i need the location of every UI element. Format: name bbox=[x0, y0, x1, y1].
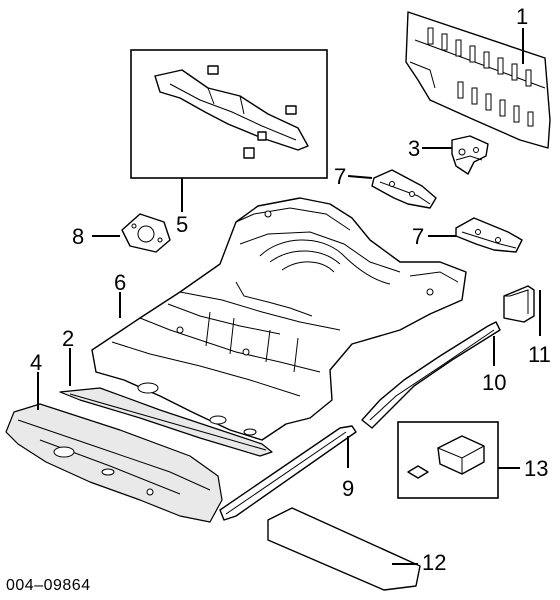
part-13-parts bbox=[407, 435, 485, 479]
part-9-sill bbox=[219, 425, 357, 521]
part-11-bracket bbox=[503, 285, 535, 323]
part-10-sill bbox=[361, 321, 501, 429]
callout-8: 8 bbox=[72, 224, 84, 249]
callout-5: 5 bbox=[176, 212, 188, 237]
callout-6: 6 bbox=[114, 270, 126, 295]
part-5-crossmember bbox=[154, 65, 309, 159]
callout-10: 10 bbox=[482, 370, 506, 395]
part-12-pad bbox=[267, 507, 421, 591]
part-13-box bbox=[397, 421, 499, 499]
part-8-bracket bbox=[121, 213, 171, 253]
part-4-front-floor bbox=[5, 403, 223, 523]
part-7-lower-bracket bbox=[455, 217, 523, 253]
reference-code: 004–09864 bbox=[6, 577, 91, 594]
callout-1: 1 bbox=[516, 4, 528, 29]
main-floor-pan bbox=[91, 197, 467, 441]
callout-7-upper: 7 bbox=[334, 164, 346, 189]
callout-9: 9 bbox=[342, 476, 354, 501]
callout-7-lower: 7 bbox=[412, 224, 424, 249]
part-3-bracket bbox=[451, 135, 489, 175]
callout-11: 11 bbox=[528, 342, 551, 367]
part-5-box bbox=[130, 49, 328, 179]
callout-12: 12 bbox=[422, 550, 446, 575]
callout-2: 2 bbox=[62, 326, 74, 351]
callout-4: 4 bbox=[30, 350, 42, 375]
part-1-rear-panel bbox=[405, 11, 551, 149]
callout-3: 3 bbox=[408, 136, 420, 161]
part-2-rail bbox=[59, 387, 273, 457]
callout-13: 13 bbox=[524, 456, 548, 481]
leader-lines bbox=[37, 28, 541, 565]
part-7-upper-bracket bbox=[371, 169, 437, 209]
